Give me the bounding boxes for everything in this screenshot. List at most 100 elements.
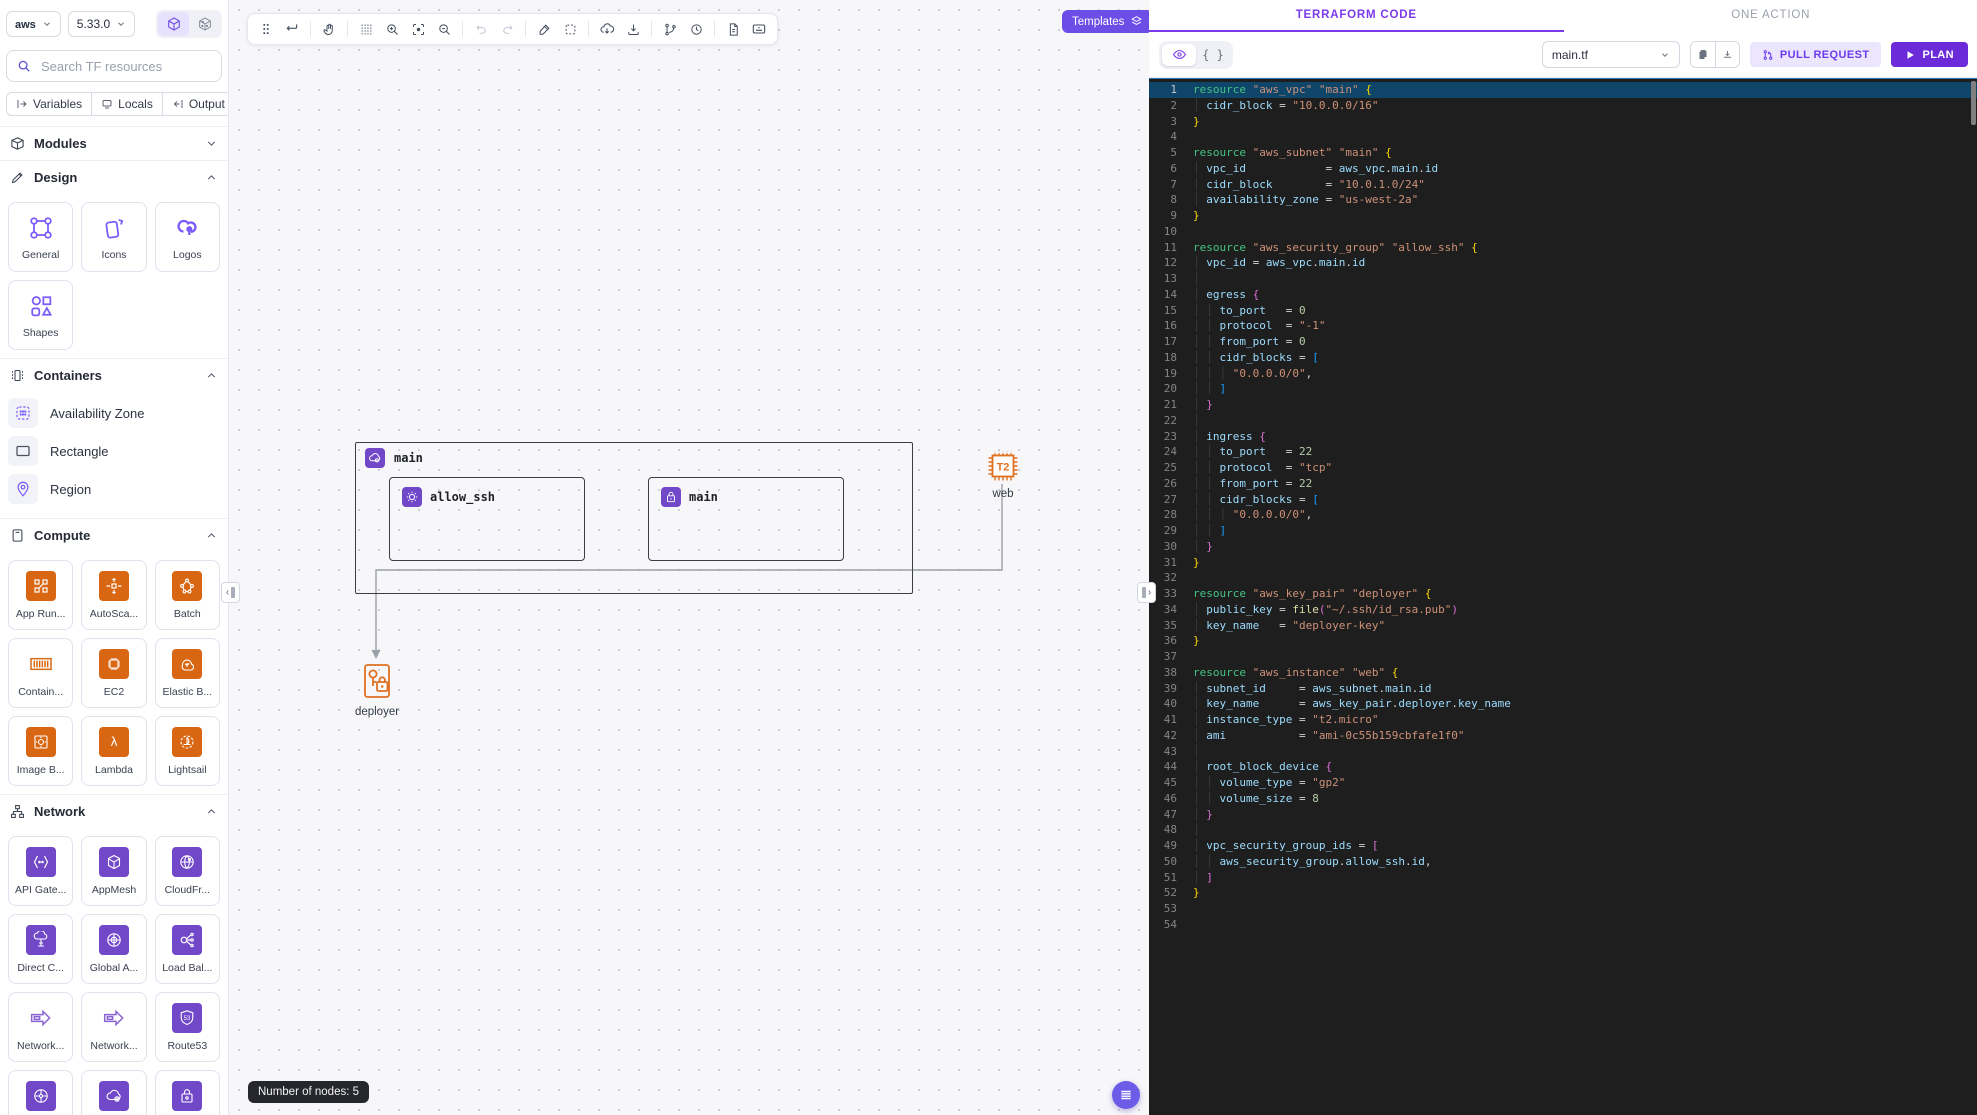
palette-item-elastic-beanstalk[interactable]: Elastic B...: [154, 638, 220, 708]
palette-item-appmesh[interactable]: AppMesh: [81, 836, 147, 906]
cloud-download-icon[interactable]: [595, 17, 619, 41]
palette-item-icons[interactable]: Icons: [81, 202, 147, 272]
pull-request-button[interactable]: PULL REQUEST: [1749, 42, 1882, 67]
modules-icon: [11, 137, 24, 150]
palette-item-region[interactable]: Region: [8, 474, 220, 504]
copy-icon: [1699, 50, 1707, 59]
palette-item-autoscaling[interactable]: AutoSca...: [81, 560, 147, 630]
file-icon[interactable]: [721, 17, 745, 41]
diagram-canvas[interactable]: main allow_ssh main: [229, 0, 1149, 1115]
palette-item-api-gateway[interactable]: API Gate...: [8, 836, 74, 906]
ec2-icon: [98, 648, 129, 679]
editor-scrollbar[interactable]: [1971, 81, 1976, 125]
rectangle-icon: [16, 445, 30, 457]
palette-item-shapes[interactable]: Shapes: [8, 280, 74, 350]
section-containers[interactable]: Containers: [0, 358, 228, 392]
marquee-select-icon[interactable]: [558, 17, 582, 41]
palette-item-network-interface[interactable]: Network...: [81, 992, 147, 1062]
braces-icon: { }: [1202, 47, 1224, 62]
vpn-icon: [172, 1080, 203, 1111]
palette-item-load-balancer[interactable]: Load Bal...: [154, 914, 220, 984]
copy-file-button[interactable]: [1690, 42, 1715, 67]
load-balancer-icon: [172, 924, 203, 955]
keyboard-icon[interactable]: [747, 17, 771, 41]
palette-item-image-builder[interactable]: Image B...: [8, 716, 74, 786]
section-compute[interactable]: Compute: [0, 518, 228, 552]
security-group-node[interactable]: allow_ssh: [389, 477, 585, 561]
back-arrow-icon[interactable]: [280, 17, 304, 41]
output-icon: [173, 100, 183, 108]
availability-zone-icon: [16, 406, 30, 420]
palette-item-availability-zone[interactable]: Availability Zone: [8, 398, 220, 428]
palette-item-cloudfront[interactable]: CloudFr...: [154, 836, 220, 906]
app-runner-icon: [25, 570, 56, 601]
undo-icon[interactable]: [469, 17, 493, 41]
palette-item-general[interactable]: General: [8, 202, 74, 272]
containers-service-icon: [26, 649, 56, 679]
section-modules[interactable]: Modules: [0, 126, 228, 160]
menu-fab-button[interactable]: [1112, 1081, 1140, 1109]
code-view-toggle: { }: [1159, 40, 1233, 69]
palette-item-lambda[interactable]: λ Lambda: [81, 716, 147, 786]
design-view-toggle[interactable]: [158, 12, 189, 36]
git-branch-icon[interactable]: [658, 17, 682, 41]
download-icon[interactable]: [621, 17, 645, 41]
tab-one-action[interactable]: ONE ACTION: [1731, 9, 1811, 21]
instance-node-web[interactable]: T2 web: [984, 448, 1022, 500]
locals-button[interactable]: Locals: [92, 92, 163, 116]
palette-item-logos[interactable]: Logos: [154, 202, 220, 272]
vpc-header: main: [365, 448, 423, 468]
grid-icon[interactable]: [354, 17, 378, 41]
zoom-in-icon[interactable]: [380, 17, 404, 41]
palette-item-containers[interactable]: Contain...: [8, 638, 74, 708]
redo-icon[interactable]: [495, 17, 519, 41]
center-focus-icon[interactable]: [406, 17, 430, 41]
3d-view-toggle[interactable]: [189, 12, 220, 36]
variables-button[interactable]: Variables: [6, 92, 93, 116]
security-group-label: allow_ssh: [430, 490, 496, 504]
vpc-icon: [365, 448, 385, 468]
batch-icon: [172, 570, 203, 601]
output-button[interactable]: Output: [162, 92, 228, 116]
plan-button[interactable]: PLAN: [1891, 42, 1968, 67]
section-design[interactable]: Design: [0, 160, 228, 194]
palette-item-vpc[interactable]: VPC: [81, 1070, 147, 1115]
templates-button[interactable]: Templates: [1062, 10, 1149, 33]
palette-item-lightsail[interactable]: Lightsail: [154, 716, 220, 786]
history-icon[interactable]: [684, 17, 708, 41]
palette-item-batch[interactable]: Batch: [154, 560, 220, 630]
view-mode-toggle: [156, 10, 222, 38]
palette-item-global-accelerator[interactable]: Global A...: [81, 914, 147, 984]
canvas-toolbar: [247, 13, 778, 45]
palette-item-ec2[interactable]: EC2: [81, 638, 147, 708]
palette-item-rectangle[interactable]: Rectangle: [8, 436, 220, 466]
raw-code-toggle[interactable]: { }: [1196, 44, 1230, 66]
vpc-container-main[interactable]: [355, 442, 913, 594]
provider-select[interactable]: aws: [6, 11, 61, 37]
download-code-button[interactable]: [1714, 42, 1739, 67]
drag-handle-icon[interactable]: [254, 17, 278, 41]
chevron-down-icon: [205, 137, 218, 150]
file-select[interactable]: main.tf: [1541, 41, 1680, 68]
palette-item-vpn[interactable]: VPN: [154, 1070, 220, 1115]
provider-version-select[interactable]: 5.33.0: [67, 11, 136, 37]
key-pair-node-deployer[interactable]: deployer: [355, 662, 399, 718]
section-network[interactable]: Network: [0, 794, 228, 828]
subnet-node[interactable]: main: [648, 477, 844, 561]
pen-icon[interactable]: [532, 17, 556, 41]
zoom-out-icon[interactable]: [432, 17, 456, 41]
collapse-right-panel-handle[interactable]: ›: [1137, 582, 1156, 603]
tab-terraform-code[interactable]: TERRAFORM CODE: [1149, 0, 1564, 32]
preview-eye-toggle[interactable]: [1162, 43, 1196, 66]
palette-item-direct-connect[interactable]: Direct C...: [8, 914, 74, 984]
hand-tool-icon[interactable]: [317, 17, 341, 41]
palette-item-route53[interactable]: 53 Route53: [154, 992, 220, 1062]
collapse-left-panel-handle[interactable]: ‹: [221, 582, 240, 603]
search-input[interactable]: [39, 57, 193, 75]
palette-item-transit-gateway[interactable]: Transit...: [8, 1070, 74, 1115]
palette-item-app-runner[interactable]: App Run...: [8, 560, 74, 630]
logos-icon: [177, 219, 197, 235]
palette-item-network-acl[interactable]: Network...: [8, 992, 74, 1062]
